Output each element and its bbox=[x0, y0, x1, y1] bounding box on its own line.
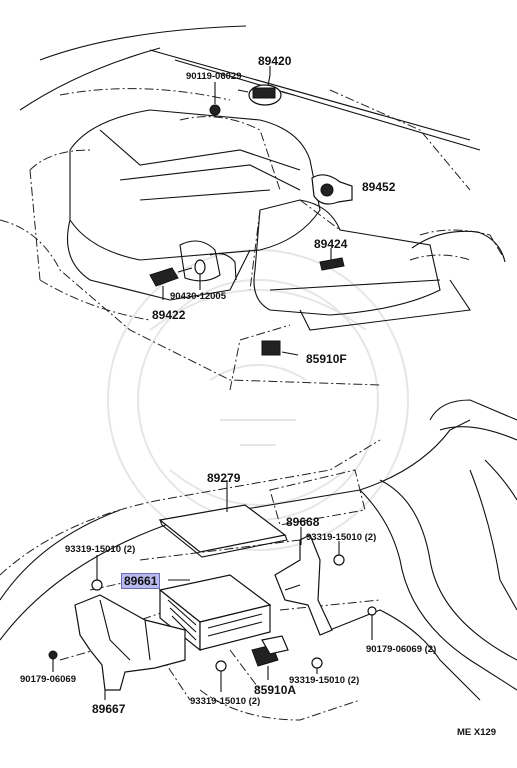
interior-outline bbox=[0, 399, 517, 721]
label-93319-15010-left: 93319-15010 (2) bbox=[65, 544, 136, 555]
label-93319-15010-bottom: 93319-15010 (2) bbox=[190, 696, 261, 707]
label-89667: 89667 bbox=[92, 702, 126, 716]
label-89668: 89668 bbox=[286, 515, 320, 529]
label-93319-15010-lower-right: 93319-15010 (2) bbox=[289, 675, 360, 686]
fasteners bbox=[48, 554, 377, 672]
label-89422: 89422 bbox=[152, 308, 186, 322]
label-90179-06069-right: 90179-06069 (2) bbox=[366, 644, 437, 655]
label-89424: 89424 bbox=[314, 237, 348, 251]
label-89452: 89452 bbox=[362, 180, 396, 194]
label-85910F: 85910F bbox=[306, 352, 347, 366]
part-89452-shape bbox=[311, 174, 353, 205]
diagram-code: ME X129 bbox=[457, 727, 497, 738]
part-90430-12005-shape bbox=[194, 259, 206, 290]
part-89424-shape bbox=[319, 248, 345, 271]
part-85910F-shape bbox=[261, 340, 299, 356]
leader-lines bbox=[52, 66, 373, 700]
label-89661-highlighted[interactable]: 89661 bbox=[121, 573, 161, 589]
part-89420-shape bbox=[237, 74, 295, 106]
engine-bay-outline bbox=[0, 25, 506, 391]
label-89420: 89420 bbox=[258, 54, 292, 68]
part-90119-06029-shape bbox=[209, 82, 221, 116]
label-85910A: 85910A bbox=[254, 683, 297, 697]
watermark-emblem bbox=[107, 249, 409, 551]
part-89667-bracket-shape bbox=[74, 594, 186, 691]
part-89668-bracket-shape bbox=[274, 534, 333, 636]
part-85910A-shape bbox=[251, 635, 289, 667]
part-89422-shape bbox=[149, 267, 193, 300]
part-89661-ecu-shape bbox=[158, 574, 272, 652]
label-90179-06069-left: 90179-06069 bbox=[20, 674, 76, 685]
part-89279-shape bbox=[158, 504, 288, 558]
label-90430-12005: 90430-12005 bbox=[170, 291, 226, 302]
label-89279: 89279 bbox=[207, 471, 241, 485]
label-90119-06029: 90119-06029 bbox=[186, 71, 242, 82]
label-93319-15010-right: 93319-15010 (2) bbox=[306, 532, 377, 543]
